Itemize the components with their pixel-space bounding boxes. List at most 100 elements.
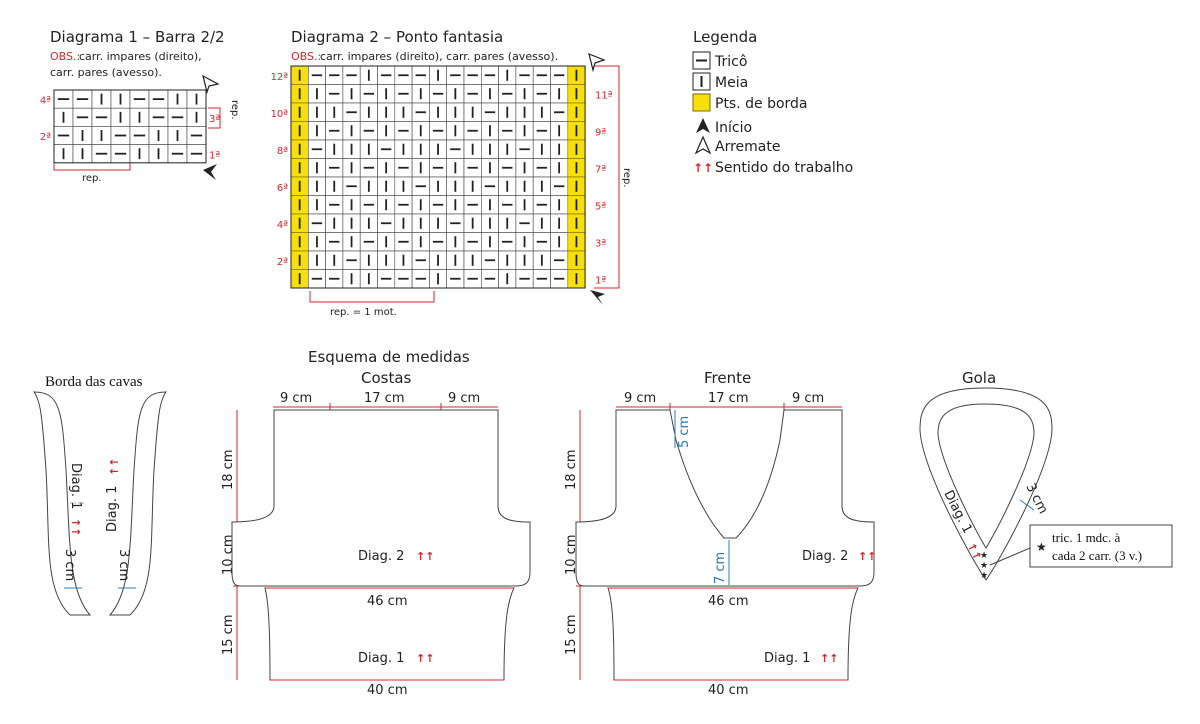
armhole-strip-right — [108, 391, 167, 616]
back-top-right: 9 cm — [448, 391, 480, 406]
row-label-right: 7ª — [595, 164, 606, 175]
armhole-right-label: Diag. 1 — [105, 486, 120, 532]
front-width-bottom: 40 cm — [708, 683, 749, 698]
legend-label-finish: Arremate — [715, 139, 780, 155]
row-label-right: 1ª — [209, 150, 220, 161]
row-label-left: 6ª — [277, 183, 288, 194]
armhole-right-arrows: ↑↑ — [108, 458, 121, 476]
back-diag1-label: Diag. 1 — [358, 651, 404, 666]
diagram-2-obs-text: carr. impares (direito), carr. pares (av… — [320, 50, 558, 63]
diagram-2-title: Diagrama 2 – Ponto fantasia — [291, 28, 503, 46]
row-label-right: 3ª — [209, 114, 220, 125]
filled-arrow-icon — [203, 164, 217, 180]
armhole-strip-left — [33, 391, 92, 616]
diagram-1-title: Diagrama 1 – Barra 2/2 — [50, 28, 225, 46]
row-label-left: 12ª — [271, 72, 289, 83]
back-width-bottom: 40 cm — [367, 683, 408, 698]
diagram-1-obs-line1: carr. impares (direito), — [79, 50, 202, 63]
diagram-2-row-labels: 12ª 10ª 8ª 6ª 4ª 2ª 11ª 9ª 7ª 5ª 3ª 1ª — [271, 72, 613, 287]
back-diag2-arrows: ↑↑ — [416, 550, 434, 563]
diagram-2-chart-grid — [290, 65, 586, 289]
back-diag1-arrows: ↑↑ — [416, 652, 434, 665]
filled-arrow-icon — [590, 290, 605, 305]
schema-title: Esquema de medidas — [308, 348, 470, 366]
diagram-1-chart-grid — [53, 89, 207, 164]
collar-note-box — [1029, 524, 1173, 568]
row-label-left: 10ª — [271, 109, 289, 120]
diagram-2-rep-bottom-label: rep. = 1 mot. — [330, 307, 397, 318]
armhole-left-label: Diag. 1 — [68, 463, 83, 509]
diagram-1-rep-side-label: rep. — [229, 100, 240, 120]
collar-inner-outline — [937, 403, 1035, 549]
collar: Gola Diag. 1 ↑↑ 3 cm ★ ★ ★ ★ tric. 1 mdc… — [919, 369, 1173, 581]
front-height-lower: 15 cm — [564, 615, 579, 656]
collar-title: Gola — [962, 369, 996, 387]
row-label-left: 2ª — [277, 257, 288, 268]
armhole-border: Borda das cavas Diag. 1 ↑↑ 3 cm Diag. 1 … — [33, 374, 167, 616]
start-arrow-icon — [696, 118, 710, 133]
grid-border — [290, 65, 586, 289]
front-title: Frente — [704, 369, 751, 387]
front-height-mid: 10 cm — [564, 535, 579, 576]
legend-label-edge: Pts. de borda — [715, 96, 808, 112]
armhole-left-arrows: ↑↑ — [69, 518, 82, 536]
diagram-2-obs-label: OBS.: — [291, 50, 321, 63]
edge-stitch-symbol-icon — [692, 93, 711, 112]
collar-note-line2: cada 2 carr. (3 v.) — [1052, 548, 1142, 563]
front-top-mid: 17 cm — [708, 391, 749, 406]
collar-note-leader — [989, 547, 1031, 566]
legend-label-start: Início — [715, 120, 752, 136]
armhole-left-width: 3 cm — [62, 549, 77, 581]
diagram-1-obs-line2: carr. pares (avesso). — [50, 66, 162, 79]
front-body-outline — [575, 409, 875, 587]
front-neck-upper: 5 cm — [677, 416, 692, 448]
direction-arrows-icon: ↑↑ — [693, 161, 713, 175]
back-top-left: 9 cm — [280, 391, 312, 406]
back-top-mid: 17 cm — [364, 391, 405, 406]
row-label-right: 3ª — [595, 238, 606, 249]
back-piece: Costas 9 cm 17 cm 9 cm 18 cm 10 cm 15 cm… — [221, 369, 531, 698]
diagram-2-rep-side-label: rep. — [621, 168, 632, 188]
back-diag2-label: Diag. 2 — [358, 549, 404, 564]
row-label-left: 4ª — [40, 96, 51, 107]
armhole-right-width: 3 cm — [116, 549, 131, 581]
front-diag1-arrows: ↑↑ — [820, 652, 838, 665]
back-body-outline — [231, 409, 531, 587]
legend: Legenda Tricô Meia Pts. de borda Início … — [692, 28, 853, 176]
back-height-upper: 18 cm — [221, 450, 236, 491]
legend-label-direction: Sentido do trabalho — [715, 160, 853, 176]
row-label-left: 4ª — [277, 220, 288, 231]
front-top-left: 9 cm — [624, 391, 656, 406]
front-diag2-label: Diag. 2 — [802, 549, 848, 564]
front-width-mid: 46 cm — [708, 594, 749, 609]
front-diag1-label: Diag. 1 — [764, 651, 810, 666]
front-neck-lower: 7 cm — [713, 552, 728, 584]
row-label-left: 8ª — [277, 146, 288, 157]
diagram-1-rep-side-bracket — [208, 107, 221, 129]
diagram-2-rep-bottom-bracket — [309, 291, 435, 303]
row-label-right: 9ª — [595, 127, 606, 138]
decrease-star-icon: ★ — [980, 551, 988, 561]
front-piece: Frente 9 cm 17 cm 9 cm 18 cm 10 cm 15 cm… — [564, 369, 876, 698]
outline-arrow-icon — [202, 74, 220, 95]
diagram-2: Diagrama 2 – Ponto fantasia OBS.: carr. … — [271, 28, 632, 318]
collar-note-line1: tric. 1 mdc. à — [1052, 530, 1120, 545]
armhole-title: Borda das cavas — [45, 374, 143, 390]
row-label-right: 11ª — [595, 90, 613, 101]
legend-label-purl: Meia — [715, 75, 748, 91]
collar-measure-line — [1019, 499, 1035, 511]
row-label-right: 5ª — [595, 201, 606, 212]
front-diag2-arrows: ↑↑ — [858, 550, 876, 563]
decrease-star-icon: ★ — [980, 571, 988, 581]
legend-title: Legenda — [693, 28, 757, 46]
decrease-star-icon: ★ — [980, 561, 988, 571]
diagram-2-rep-side-bracket — [594, 65, 620, 289]
finish-arrow-icon — [694, 135, 712, 155]
diagram-1-rep-bottom-bracket — [53, 163, 131, 171]
outline-arrow-icon — [588, 53, 606, 73]
back-height-lower: 15 cm — [221, 615, 236, 656]
row-label-right: 1ª — [595, 275, 606, 286]
grid-border — [53, 89, 207, 164]
back-title: Costas — [361, 369, 412, 387]
